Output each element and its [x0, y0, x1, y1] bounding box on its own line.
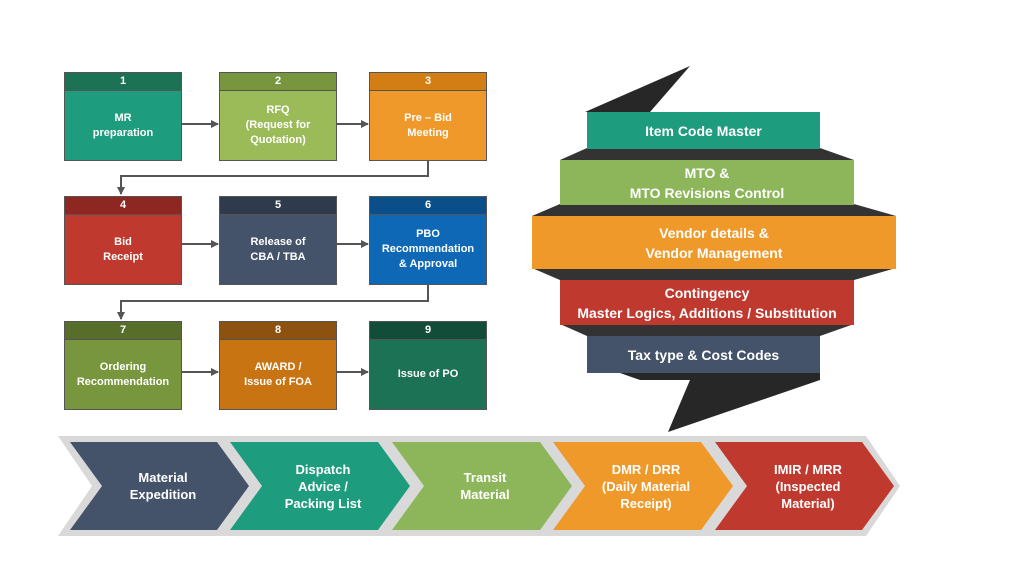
step-box-6: 6 PBO Recommendation & Approval [369, 196, 487, 285]
ribbon-band-5 [587, 336, 820, 373]
ribbon-fold [532, 268, 896, 280]
ribbon-label-2: MTO & MTO Revisions Control [629, 164, 785, 201]
step-number: 9 [370, 322, 486, 340]
chevron-4 [553, 442, 733, 530]
step-label: Pre – Bid Meeting [370, 91, 486, 160]
step-label: Release of CBA / TBA [220, 215, 336, 284]
step-label: RFQ (Request for Quotation) [220, 91, 336, 160]
ribbon-band-3 [532, 216, 896, 269]
step-number: 5 [220, 197, 336, 215]
step-box-3: 3 Pre – Bid Meeting [369, 72, 487, 161]
step-label: PBO Recommendation & Approval [370, 215, 486, 284]
step-number: 8 [220, 322, 336, 340]
chevron-3 [392, 442, 572, 530]
ribbon-label-1: Item Code Master [645, 122, 762, 139]
ribbon-label-5: Tax type & Cost Codes [627, 346, 780, 363]
chevron-label-5: IMIR / MRR (Inspected Material) [774, 461, 842, 511]
ribbon-label-4: Contingency Master Logics, Additions / S… [577, 284, 837, 321]
chevron-label-4: DMR / DRR (Daily Material Receipt) [601, 461, 691, 511]
step-box-9: 9 Issue of PO [369, 321, 487, 410]
ribbon-band-2 [560, 160, 854, 205]
step-number: 6 [370, 197, 486, 215]
step-label: Issue of PO [370, 340, 486, 409]
step-box-7: 7 Ordering Recommendation [64, 321, 182, 410]
step-label: Bid Receipt [65, 215, 181, 284]
step-number: 1 [65, 73, 181, 91]
chevron-label-3: Transit Material [460, 470, 510, 502]
chevron-5 [715, 442, 894, 530]
step-box-1: 1 MR preparation [64, 72, 182, 161]
arrow-6-7 [117, 284, 429, 320]
step-number: 4 [65, 197, 181, 215]
step-box-2: 2 RFQ (Request for Quotation) [219, 72, 337, 161]
step-box-8: 8 AWARD / Issue of FOA [219, 321, 337, 410]
step-number: 3 [370, 73, 486, 91]
chevron-label-1: Material Expedition [129, 470, 197, 502]
ribbon-fold [532, 204, 896, 216]
ribbon-label-3: Vendor details & Vendor Management [645, 224, 783, 261]
ribbon-fold [560, 148, 854, 160]
step-box-5: 5 Release of CBA / TBA [219, 196, 337, 285]
step-number: 2 [220, 73, 336, 91]
ribbon-band-1 [587, 112, 820, 149]
step-label: Ordering Recommendation [65, 340, 181, 409]
chevron-1 [70, 442, 249, 530]
ribbon-band-4 [560, 280, 854, 325]
ribbon-top-tail [585, 66, 690, 112]
ribbon-bottom-tail [620, 373, 820, 432]
step-box-4: 4 Bid Receipt [64, 196, 182, 285]
chevron-2 [230, 442, 410, 530]
step-number: 7 [65, 322, 181, 340]
step-label: MR preparation [65, 91, 181, 160]
arrow-3-4 [117, 157, 429, 195]
ribbon-fold [560, 324, 854, 336]
chevron-label-2: Dispatch Advice / Packing List [284, 461, 362, 511]
step-label: AWARD / Issue of FOA [220, 340, 336, 409]
